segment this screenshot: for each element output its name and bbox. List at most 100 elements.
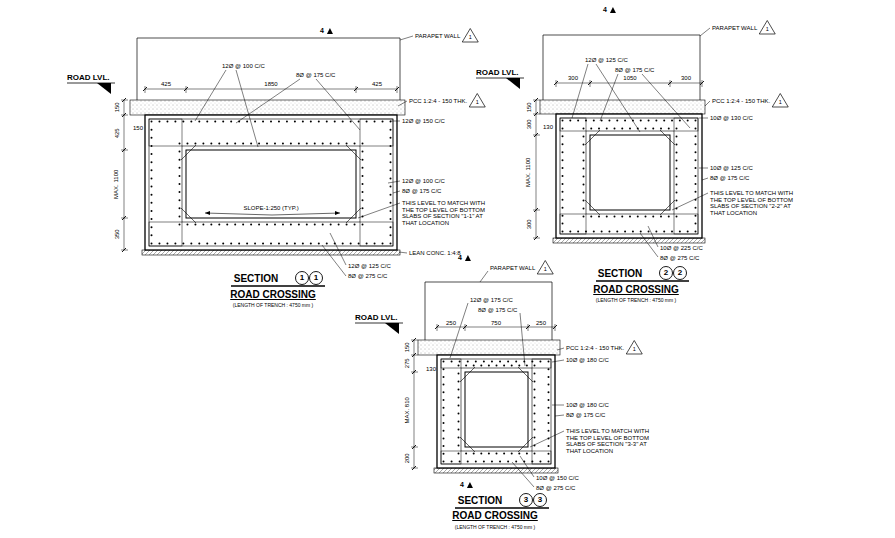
- rebar-dot: [515, 361, 517, 363]
- dimension-label: 300: [681, 75, 691, 82]
- rebar-dot: [362, 207, 364, 209]
- corner-rebar: [532, 451, 551, 464]
- leader-line: [398, 101, 407, 106]
- rebar-dot: [362, 143, 364, 145]
- rebar-dot: [534, 365, 536, 367]
- rebar-dot: [362, 224, 364, 226]
- rebar-dot: [601, 231, 603, 233]
- corner-rebar: [441, 359, 461, 368]
- rebar-dot: [548, 376, 550, 378]
- dimension-tick: [122, 216, 126, 220]
- section-cut-arrow: [465, 255, 471, 261]
- rebar-dot: [151, 194, 153, 196]
- rebar-note: 8Ø @ 175 C/C: [710, 175, 749, 182]
- rebar-dot: [294, 121, 296, 123]
- section-number: 1: [300, 274, 304, 283]
- section-circle: [660, 267, 673, 280]
- rebar-dot: [526, 365, 528, 367]
- rebar-dot: [632, 231, 634, 233]
- haunch-bar: [460, 437, 475, 452]
- rebar-note: PCC 1:2:4 - 150 THK.: [409, 98, 467, 105]
- rebar-dot: [182, 243, 184, 245]
- rebar-dot: [577, 120, 579, 122]
- road-level-flag: [97, 83, 111, 94]
- level-label: ROAD LVL.: [67, 74, 110, 83]
- rebar-dot: [511, 365, 513, 367]
- rebar-dot: [443, 453, 445, 455]
- rebar-dot: [250, 224, 252, 226]
- dimension-line: [145, 89, 397, 90]
- rebar-note: 10Ø @ 180 C/C: [566, 402, 609, 409]
- rebar-dot: [562, 167, 564, 169]
- rebar-dot: [151, 169, 153, 171]
- corner-rebar: [674, 214, 698, 234]
- rebar-dot: [342, 243, 344, 245]
- rebar-dot: [499, 461, 501, 463]
- rebar-dot: [583, 184, 585, 186]
- rebar-dot: [608, 120, 610, 122]
- dimension-tick: [534, 98, 538, 102]
- rebar-dot: [358, 121, 360, 123]
- rebar-note: 8Ø @ 175 C/C: [296, 72, 335, 79]
- leader-line: [699, 118, 708, 119]
- rebar-dot: [534, 373, 536, 375]
- rebar-dot: [151, 210, 153, 212]
- rebar-dot: [601, 120, 603, 122]
- rebar-dot: [583, 216, 585, 218]
- rebar-dot: [298, 224, 300, 226]
- rebar-dot: [629, 128, 631, 130]
- rebar-dot: [366, 121, 368, 123]
- rebar-dot: [382, 121, 384, 123]
- haunch-bar: [660, 200, 675, 215]
- rebar-dot: [390, 234, 392, 236]
- rebar-note: 8Ø @ 175 C/C: [566, 412, 605, 419]
- rebar-dot: [322, 143, 324, 145]
- rebar-dot: [318, 243, 320, 245]
- rebar-dot: [390, 161, 392, 163]
- rebar-dot: [350, 243, 352, 245]
- rebar-loop: [560, 118, 698, 234]
- section-number: 2: [664, 269, 668, 278]
- rebar-dot: [179, 199, 181, 201]
- rebar-note: 10Ø @ 125 C/C: [710, 165, 753, 172]
- rebar-dot: [390, 137, 392, 139]
- rebar-dot: [151, 121, 153, 123]
- arrow-head: [335, 211, 340, 215]
- title-underline: [455, 507, 549, 508]
- rebar-dot: [496, 453, 498, 455]
- rebar-dot: [621, 216, 623, 218]
- rebar-dot: [151, 137, 153, 139]
- leader-line: [358, 203, 400, 218]
- wall-label: PARAPET WALL: [490, 265, 535, 272]
- rebar-dot: [443, 361, 445, 363]
- dimension-label: 1050: [623, 75, 636, 82]
- rebar-dot: [695, 183, 697, 185]
- rebar-dot: [262, 243, 264, 245]
- rebar-dot: [242, 143, 244, 145]
- rebar-dot: [548, 430, 550, 432]
- rebar-dot: [302, 243, 304, 245]
- rebar-note: 8Ø @ 275 C/C: [536, 485, 575, 492]
- rebar-dot: [562, 120, 564, 122]
- rebar-dot: [451, 361, 453, 363]
- rebar-note: 8Ø @ 175 C/C: [478, 307, 517, 314]
- section-title: SECTION: [458, 495, 502, 506]
- rebar-dot: [151, 145, 153, 147]
- rebar-loop: [461, 368, 532, 451]
- rebar-dot: [382, 243, 384, 245]
- rebar-dot: [246, 243, 248, 245]
- rebar-dot: [562, 215, 564, 217]
- trench-outline: [437, 355, 555, 468]
- rebar-dot: [182, 121, 184, 123]
- rebar-dot: [695, 151, 697, 153]
- rebar-dot: [458, 365, 460, 367]
- trench-length: (LENGTH OF TRENCH : 4750 mm ): [233, 303, 313, 309]
- dimension-tick: [412, 466, 416, 470]
- rebar-dot: [640, 231, 642, 233]
- section-cut-arrow: [327, 28, 333, 34]
- dimension-label: 350: [114, 229, 121, 239]
- rebar-dot: [459, 461, 461, 463]
- rebar-dot: [637, 216, 639, 218]
- rebar-dot: [166, 243, 168, 245]
- dimension-tick: [534, 112, 538, 116]
